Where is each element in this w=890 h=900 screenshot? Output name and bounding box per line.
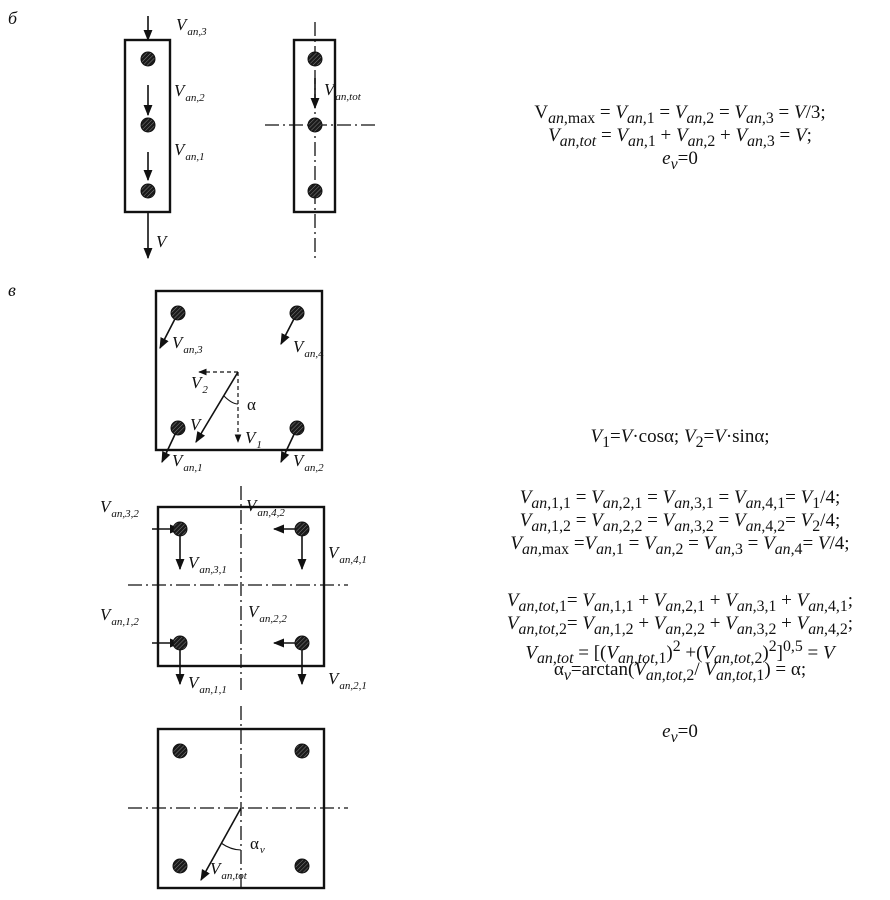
label-van1: Van,1: [174, 140, 205, 163]
equation-vantot: Van,tot = [(Van,tot,1)2 +(Van,tot,2)2]0,…: [525, 638, 835, 668]
label-v2: V2: [191, 373, 208, 396]
label-van4: Van,4: [293, 337, 324, 360]
equation-v1-v2: V1=V·cosα; V2=V·sinα;: [590, 426, 770, 451]
label-v: V: [190, 415, 203, 434]
label-van12: Van,1,2: [100, 605, 139, 628]
label-van1: Van,1: [172, 451, 203, 474]
label-van41: Van,4,1: [328, 543, 367, 566]
anchor-bolt: [172, 858, 188, 874]
equation-van-x2: Van,1,2 = Van,2,2 = Van,3,2 = Van,4,2= V…: [519, 510, 841, 535]
label-van11: Van,1,1: [188, 673, 227, 696]
anchor-bolt: [170, 420, 186, 436]
anchor-bolt: [140, 117, 156, 133]
section-b-right-plate: Van,tot: [265, 22, 375, 262]
label-vantot: Van,tot: [210, 859, 248, 882]
anchor-bolt: [307, 51, 323, 67]
anchor-bolt: [172, 743, 188, 759]
label-v: V: [156, 232, 169, 251]
anchor-bolt: [172, 521, 188, 537]
angle-arc: [220, 842, 242, 851]
equation-ev: ev=0: [662, 721, 698, 746]
label-van3: Van,3: [172, 333, 203, 356]
equation-van-max: Van,max =Van,1 = Van,2 = Van,3 = Van,4= …: [510, 533, 850, 558]
section-v-middle-plate: Van,3,2 Van,4,2 Van,3,1 Van,4,1 Van,1,2 …: [100, 486, 367, 696]
label-van21: Van,2,1: [328, 669, 367, 692]
equation-vantot1: Van,tot,1= Van,1,1 + Van,2,1 + Van,3,1 +…: [506, 590, 854, 615]
plate-frame: [154, 289, 324, 452]
equation-van-x1: Van,1,1 = Van,2,1 = Van,3,1 = Van,4,1= V…: [519, 487, 841, 512]
label-van2: Van,2: [174, 81, 205, 104]
label-v1: V1: [245, 428, 262, 451]
label-van2: Van,2: [293, 451, 324, 474]
equation-b-vanmax: Van,max = Van,1 = Van,2 = Van,3 = V/3;: [534, 102, 826, 127]
arrow-v: [195, 371, 239, 443]
anchor-bolt: [170, 305, 186, 321]
anchor-bolt: [307, 183, 323, 199]
arrow-vantot: [200, 807, 242, 881]
label-van22: Van,2,2: [248, 602, 287, 625]
label-van31: Van,3,1: [188, 553, 227, 576]
equation-vantot2: Van,tot,2= Van,1,2 + Van,2,2 + Van,3,2 +…: [506, 613, 854, 638]
anchor-bolt: [172, 635, 188, 651]
anchor-bolt: [294, 635, 310, 651]
equation-alphav: αv=arctan(Van,tot,2/ Van,tot,1) = α;: [553, 659, 807, 684]
label-alpha: α: [247, 395, 256, 414]
anchor-bolt: [307, 117, 323, 133]
section-v-bottom-plate: αv Van,tot: [128, 706, 348, 892]
label-van32: Van,3,2: [100, 497, 139, 520]
section-b-left-plate: Van,3 Van,2 Van,1 V: [123, 15, 207, 260]
anchor-bolt: [294, 521, 310, 537]
section-b-letter: б: [8, 8, 18, 28]
anchor-bolt: [294, 743, 310, 759]
label-alphav: αv: [250, 834, 265, 856]
anchor-bolt: [289, 420, 305, 436]
angle-arc: [223, 395, 239, 405]
label-vantot: Van,tot: [324, 80, 362, 103]
anchor-bolt: [140, 183, 156, 199]
section-v-top-plate: Van,3 Van,4 V2 α V V1 Van,1 Van,2: [154, 289, 324, 474]
anchor-bolt: [140, 51, 156, 67]
section-v-letter: в: [8, 280, 16, 300]
label-van3: Van,3: [176, 15, 207, 38]
equation-b-vantot: Van,tot = Van,1 + Van,2 + Van,3 = V;: [548, 125, 812, 150]
anchor-bolt: [289, 305, 305, 321]
equation-b-ev: ev=0: [662, 148, 698, 173]
label-van42: Van,4,2: [246, 496, 285, 519]
anchor-bolt: [294, 858, 310, 874]
